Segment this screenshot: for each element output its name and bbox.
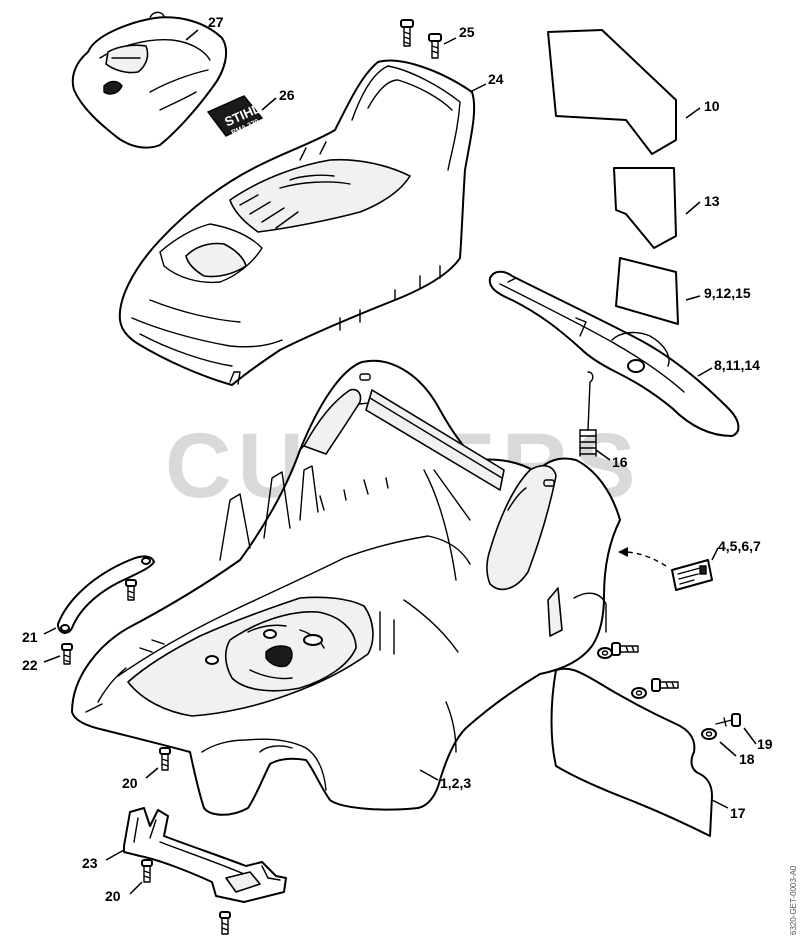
callout-1-2-3: 1,2,3 xyxy=(440,775,471,791)
callout-20-lower: 20 xyxy=(105,888,121,904)
callout-4-5-6-7: 4,5,6,7 xyxy=(718,538,761,554)
callout-8-11-14: 8,11,14 xyxy=(714,357,760,373)
part-9-12-15-label xyxy=(615,257,679,325)
part-26-logo-plate: STIHL RMA 370 xyxy=(206,95,264,137)
part-20-screw-lower xyxy=(141,859,153,883)
callout-23: 23 xyxy=(82,855,98,871)
part-25-screws xyxy=(400,19,442,59)
screw-upper-left xyxy=(125,579,137,601)
callout-9-12-15: 9,12,15 xyxy=(704,285,751,301)
part-27-cover xyxy=(71,11,228,149)
callout-17: 17 xyxy=(730,805,746,821)
callout-labels: 27 25 24 26 10 13 9,12,15 8,11,14 16 4,5… xyxy=(22,14,773,904)
part-20-screw-upper xyxy=(159,747,171,771)
leader-lines xyxy=(43,29,757,895)
callout-21: 21 xyxy=(22,629,38,645)
callout-27: 27 xyxy=(208,14,224,30)
part-17-plate xyxy=(550,667,713,837)
part-23-bracket xyxy=(123,807,287,903)
callout-19: 19 xyxy=(757,736,773,752)
part-1-2-3-main-deck xyxy=(71,359,621,816)
screw-bottom xyxy=(219,911,231,935)
part-22-screw xyxy=(61,643,73,665)
callout-18: 18 xyxy=(739,751,755,767)
callout-26: 26 xyxy=(279,87,295,103)
callout-20-upper: 20 xyxy=(122,775,138,791)
sticker-arrow xyxy=(618,547,628,557)
callout-13: 13 xyxy=(704,193,720,209)
document-id: 6320-GET-0003-A0 xyxy=(789,865,798,935)
part-13-label xyxy=(613,167,677,249)
part-18-washers xyxy=(597,647,717,740)
part-24-upper-housing xyxy=(118,59,476,386)
callout-24: 24 xyxy=(488,71,504,87)
callout-10: 10 xyxy=(704,98,720,114)
callout-16: 16 xyxy=(612,454,628,470)
callout-25: 25 xyxy=(459,24,475,40)
part-21-strip xyxy=(57,555,155,634)
sticker-leader-dashed xyxy=(623,551,667,567)
callout-22: 22 xyxy=(22,657,38,673)
part-10-label xyxy=(547,29,677,155)
part-8-11-14-handle xyxy=(488,270,740,437)
part-19-screws xyxy=(611,642,741,727)
part-16-spring xyxy=(579,371,597,457)
part-4-5-6-7-sticker xyxy=(671,559,713,591)
